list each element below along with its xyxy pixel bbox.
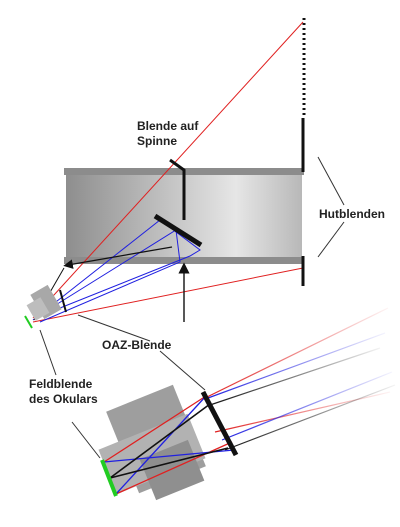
detail-black-upper (109, 403, 211, 479)
blue-ray-bundle (32, 219, 201, 321)
fade-red-2 (214, 391, 391, 433)
overview-rays (32, 21, 304, 323)
detail-converging-rays (103, 395, 235, 495)
leader-field-small (39, 329, 57, 376)
eyepiece-detail (98, 307, 396, 501)
detail-blue-upper (115, 395, 207, 495)
fade-black-2 (224, 384, 396, 451)
eyepiece-small (24, 284, 67, 329)
oaz-stop-large (200, 390, 239, 457)
detail-red-upper (103, 395, 207, 463)
fade-red-1 (204, 307, 389, 399)
field-stop-label-line1: Feldblende (29, 377, 93, 391)
spider-stop-label-line2: Spinne (137, 134, 178, 148)
eyepiece-large-body (98, 384, 206, 501)
eyepiece-small-barrel (26, 297, 50, 321)
blue-ray-inner (37, 229, 181, 323)
secondary-assembly (153, 158, 203, 248)
secondary-mirror (153, 213, 203, 248)
reflected-light-arrow (63, 246, 173, 269)
fade-blue-1 (207, 332, 386, 399)
leader-hood-lower (317, 221, 345, 258)
leader-lines (39, 156, 345, 459)
oaz-stop-label: OAZ-Blende (102, 338, 172, 352)
field-stop-small (24, 315, 33, 329)
fade-black-1 (209, 347, 381, 406)
detail-red-lower (115, 441, 233, 495)
leader-oaz-small (77, 314, 151, 342)
red-ray-lower (32, 267, 304, 323)
fade-blue-2 (221, 371, 393, 441)
detail-black-lower (109, 447, 229, 479)
hood-stops (301, 18, 306, 286)
detail-fading-rays (204, 307, 396, 451)
field-stop-large (100, 459, 118, 497)
field-stop-label-line2: des Okulars (29, 392, 98, 406)
eyepiece-small-body (30, 284, 62, 320)
leader-field-large (71, 421, 101, 459)
eyepiece-large-eyecup (139, 439, 205, 501)
leader-hood-upper (317, 156, 345, 206)
red-ray-upper (32, 21, 304, 319)
tube-rim-bottom (64, 257, 304, 264)
spider-stop (169, 158, 186, 220)
oaz-stop-small (59, 289, 67, 313)
spider-stop-label-line1: Blende auf (137, 119, 199, 133)
leader-oaz-large (159, 350, 206, 391)
hood-stops-label: Hutblenden (319, 207, 385, 221)
